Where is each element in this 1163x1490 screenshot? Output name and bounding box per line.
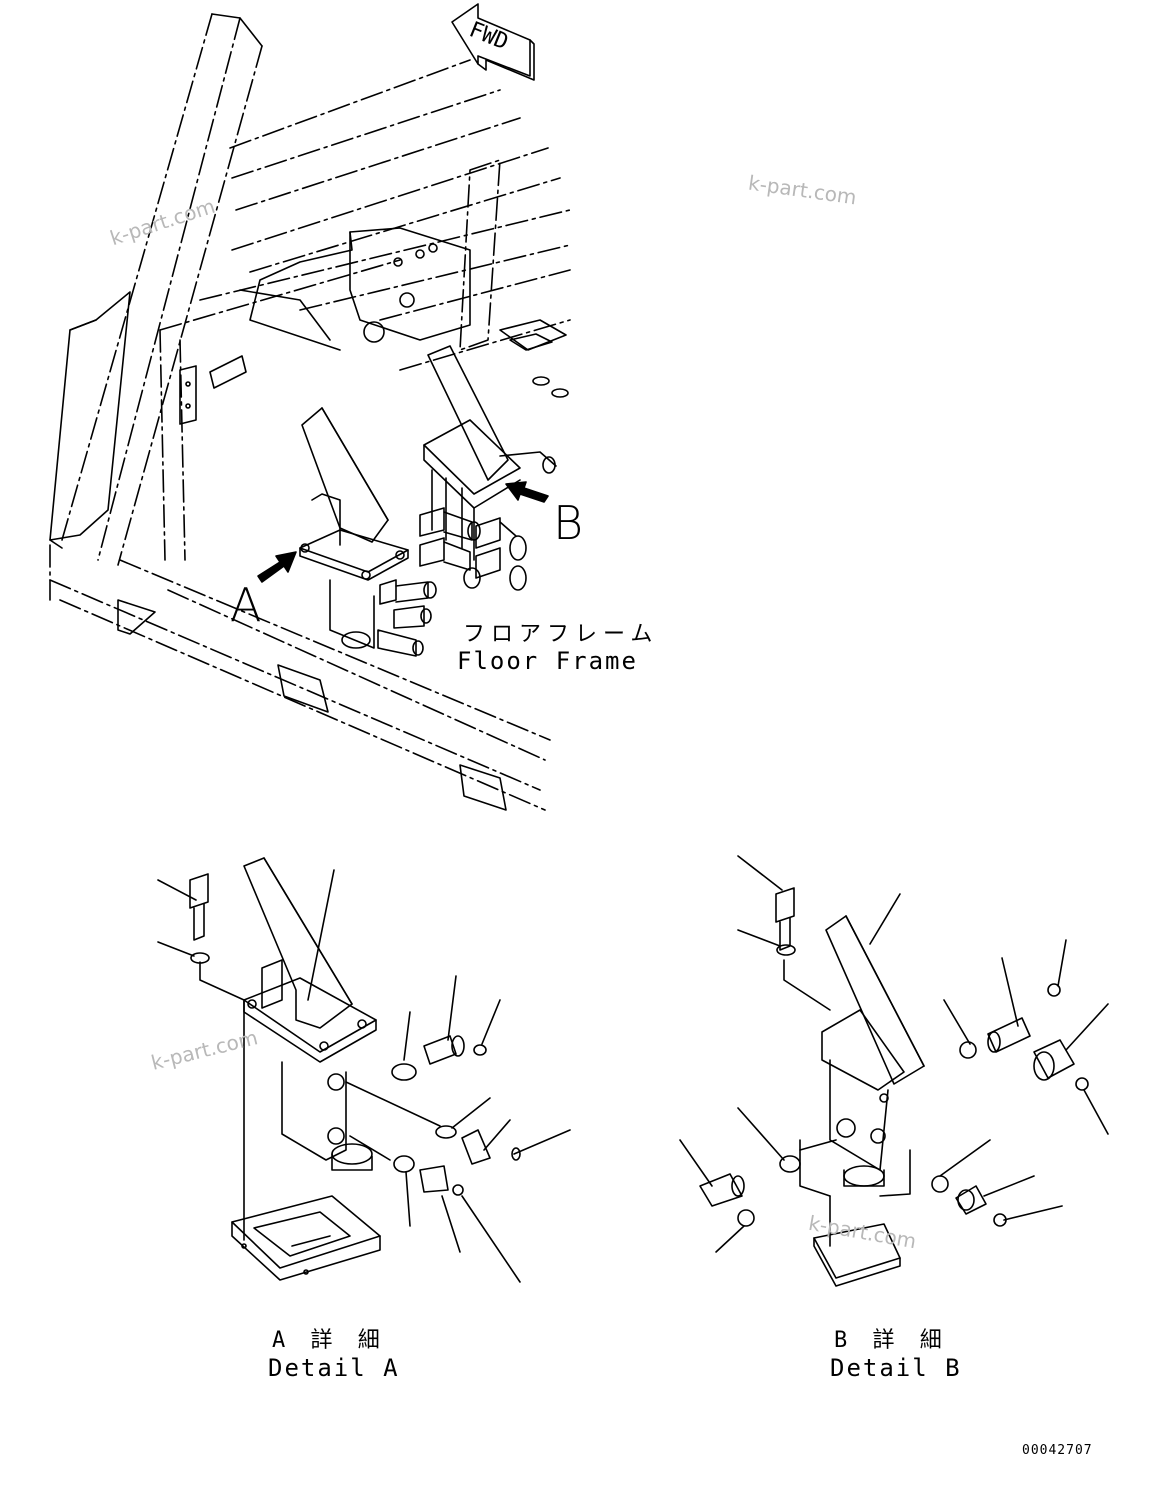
cab-frame <box>49 13 571 811</box>
detail-a-label-en: Detail A <box>268 1354 400 1382</box>
figure-number: 00042707 <box>1022 1443 1093 1458</box>
svg-text:FWD: FWD <box>465 17 511 55</box>
detail-b-drawing <box>679 855 1109 1287</box>
callout-arrow-a-icon <box>257 551 297 583</box>
detail-a-label-jp: A 詳 細 <box>272 1328 386 1353</box>
callout-a-label: A <box>230 578 262 632</box>
detail-b-label-jp: B 詳 細 <box>834 1328 948 1353</box>
detail-a-drawing <box>157 857 571 1283</box>
brake-valve-a-overview <box>299 407 437 657</box>
fwd-arrow-icon: FWD <box>451 3 535 81</box>
brake-valve-b-overview <box>419 345 557 591</box>
callout-b-label: B <box>553 496 584 550</box>
floor-frame-label-jp: フロアフレーム <box>463 622 659 647</box>
floor-frame-label-en: Floor Frame <box>457 647 638 675</box>
detail-b-label-en: Detail B <box>830 1354 962 1382</box>
callout-arrow-b-icon <box>505 481 549 503</box>
